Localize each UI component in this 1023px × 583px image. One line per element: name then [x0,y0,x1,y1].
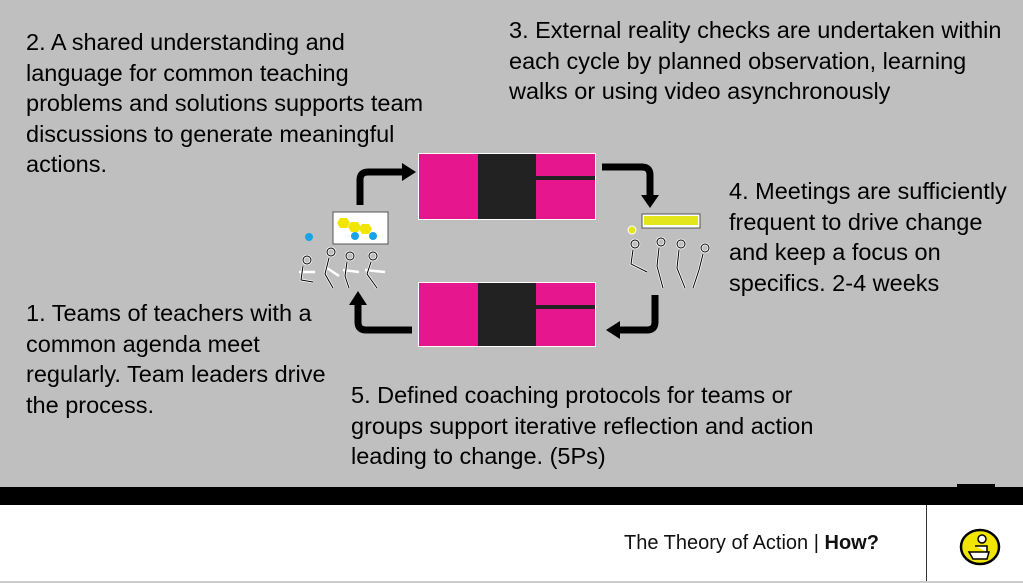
arrowhead [402,163,416,181]
arrowhead [606,321,620,339]
footer-vertical-divider [926,505,927,583]
point-4-text: 4. Meetings are sufficiently frequent to… [729,178,1007,296]
cycle-arrows [349,163,659,339]
point-1-text: 1. Teams of teachers with a common agend… [26,300,326,418]
arrow-right-down [602,163,654,195]
footer-divider-bar [0,487,1023,505]
point-5-text: 5. Defined coaching protocols for teams … [351,382,814,469]
teacher-logo-icon [959,528,1001,566]
arrow-up-right [356,168,402,205]
slide-canvas: 2. A shared understanding and language f… [0,0,1023,487]
footer-bottom-line [0,581,1023,583]
footer-title: The Theory of Action | How? [624,532,879,555]
arrowhead [641,195,659,208]
arrow-down-left [620,295,659,334]
point-3-text: 3. External reality checks are undertake… [509,17,1002,104]
footer-separator: | [808,532,825,554]
classroom-illustration-top [418,153,596,220]
footer-subtitle: How? [824,532,879,554]
classroom-illustration-bottom [418,282,596,347]
arrow-left-up [354,305,412,334]
slide-tab-marker [957,484,995,488]
point-2-text: 2. A shared understanding and language f… [26,29,424,177]
arrowhead [349,291,367,305]
team-meeting-illustration-right [627,213,711,289]
team-meeting-illustration-left [299,211,389,289]
footer-title-text: The Theory of Action [624,532,809,554]
